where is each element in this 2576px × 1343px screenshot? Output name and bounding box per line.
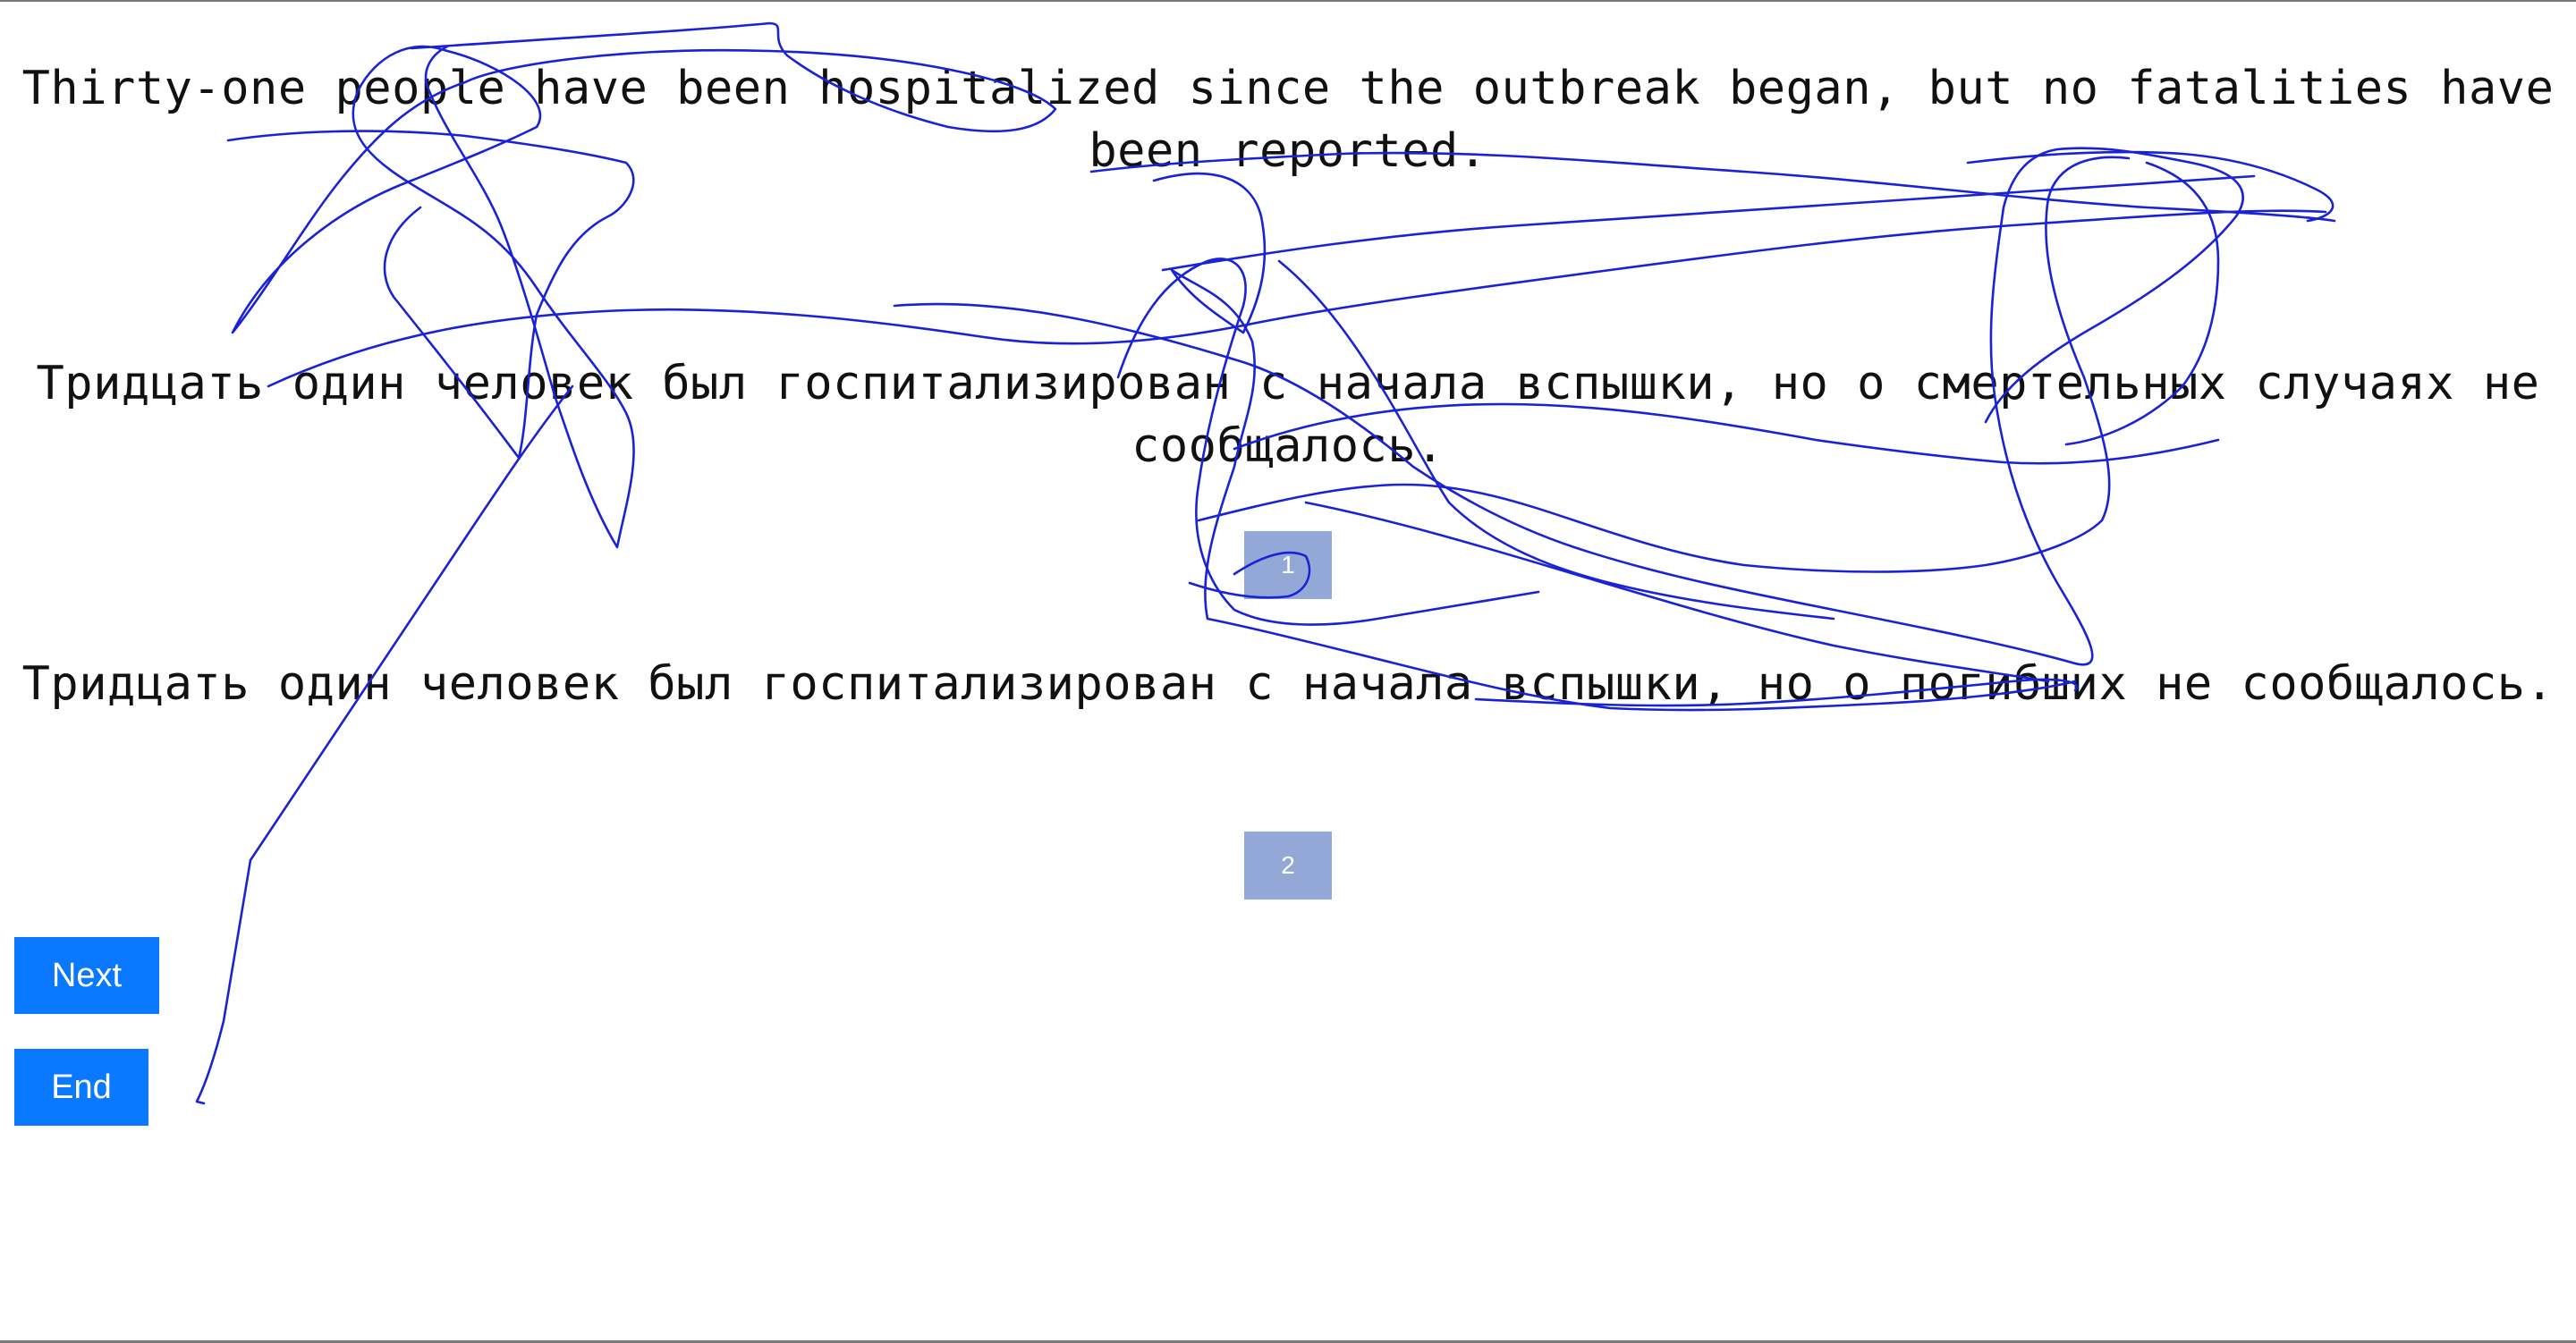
- next-button[interactable]: Next: [14, 937, 159, 1014]
- choose-candidate-1-button[interactable]: 1: [1244, 531, 1332, 599]
- scribble-stroke: [195, 384, 574, 1105]
- choose-candidate-2-button[interactable]: 2: [1244, 832, 1332, 900]
- end-button[interactable]: End: [14, 1049, 148, 1126]
- scribble-stroke: [1161, 174, 2256, 272]
- candidate-translation-2: Тридцать один человек был госпитализиров…: [21, 657, 2555, 711]
- candidate-translation-1: Тридцать один человек был госпитализиров…: [36, 357, 2540, 473]
- source-sentence: Thirty-one people have been hospitalized…: [21, 62, 2555, 178]
